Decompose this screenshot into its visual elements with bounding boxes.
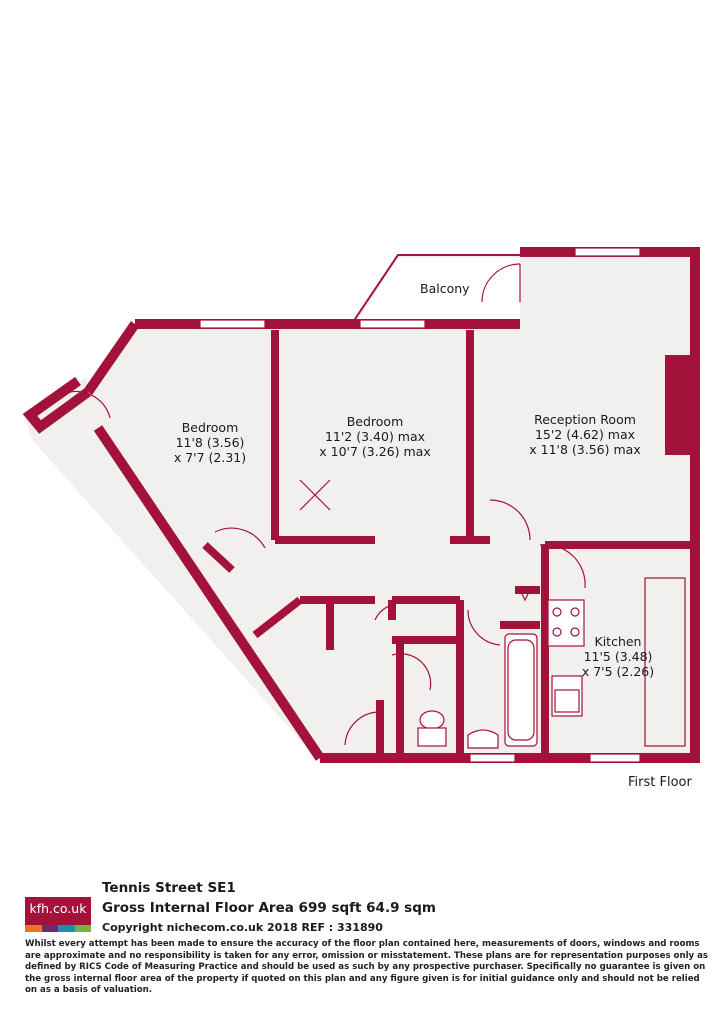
logo-bar <box>41 925 58 932</box>
room-dimension: x 7'7 (2.31) <box>173 450 247 465</box>
balcony-label: Balcony <box>420 281 470 296</box>
property-name: Tennis Street SE1 <box>102 880 236 896</box>
logo-bar <box>58 925 75 932</box>
room-kitchen: Kitchen 11'5 (3.48) x 7'5 (2.26) <box>573 634 663 679</box>
kfh-logo[interactable]: kfh.co.uk <box>25 897 91 932</box>
doors <box>69 263 586 746</box>
logo-text: kfh.co.uk <box>29 901 87 916</box>
room-name: Reception Room <box>534 412 636 427</box>
room-name: Kitchen <box>594 634 642 649</box>
room-name: Bedroom <box>346 414 404 429</box>
logo-bar <box>25 925 42 932</box>
room-bedroom-2: Bedroom 11'2 (3.40) max x 10'7 (3.26) ma… <box>305 414 445 459</box>
floor-area-text: Gross Internal Floor Area 699 sqft 64.9 … <box>102 900 436 916</box>
room-dimension: x 11'8 (3.56) max <box>529 442 641 457</box>
balcony-outline <box>352 254 522 323</box>
room-dimension: 11'5 (3.48) <box>583 649 653 664</box>
room-bedroom-1: Bedroom 11'8 (3.56) x 7'7 (2.31) <box>155 420 265 465</box>
room-reception: Reception Room 15'2 (4.62) max x 11'8 (3… <box>515 412 655 457</box>
copyright: Copyright nichecom.co.uk 2018 REF : 3318… <box>102 921 383 934</box>
fixtures <box>417 577 686 749</box>
room-dimension: 15'2 (4.62) max <box>534 427 636 442</box>
room-dimension: x 7'5 (2.26) <box>581 664 655 679</box>
windows <box>199 247 641 763</box>
room-name: Bedroom <box>181 420 239 435</box>
room-dimension: 11'2 (3.40) max <box>324 429 426 444</box>
chimney-breast <box>665 355 690 455</box>
floor-area <box>25 247 695 762</box>
disclaimer: Whilst every attempt has been made to en… <box>25 939 709 995</box>
logo-bar <box>74 925 91 932</box>
room-dimension: 11'8 (3.56) <box>175 435 245 450</box>
floor-label: First Floor <box>628 775 692 790</box>
floor-plan <box>22 247 700 763</box>
balcony-area <box>356 258 520 322</box>
internal-walls <box>202 330 690 758</box>
room-dimension: x 10'7 (3.26) max <box>319 444 431 459</box>
